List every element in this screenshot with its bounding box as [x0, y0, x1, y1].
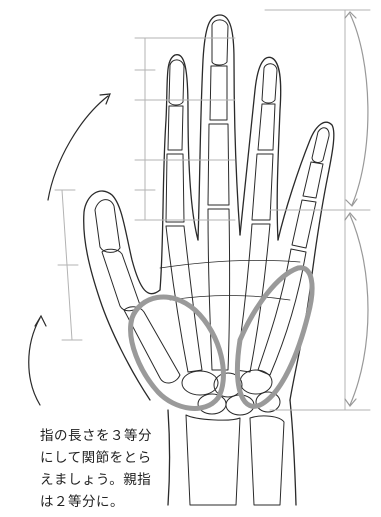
ring-middle-phalanx [258, 104, 275, 150]
ulna-bone [250, 416, 284, 505]
thumb-proximal-phalanx [102, 249, 140, 311]
index-proximal-phalanx [166, 154, 184, 222]
palm-length-arc [350, 215, 368, 405]
middle-finger-outline [198, 15, 240, 240]
caption-line: は２等分に。 [40, 491, 200, 513]
caption-line: えましょう。親指 [40, 469, 200, 491]
ring-finger-outline [240, 57, 281, 240]
carpal-bone [240, 370, 272, 394]
caption-line: にして関節をとら [40, 447, 200, 469]
rotation-arrow-lower [29, 318, 40, 405]
middle-proximal-phalanx [208, 124, 229, 205]
middle-distal-phalanx [212, 20, 228, 65]
middle-middle-phalanx [210, 66, 227, 120]
index-finger-outline [160, 55, 198, 290]
ring-distal-phalanx [262, 64, 277, 103]
carpal-bone [182, 371, 218, 395]
rotation-arrow-upper [48, 96, 108, 200]
caption-text: 指の長さを３等分 にして関節をとら えましょう。親指 は２等分に。 [40, 425, 200, 513]
index-middle-phalanx [168, 106, 183, 150]
hypothenar-highlight-ellipse [237, 268, 312, 407]
thumb-outline [84, 191, 160, 400]
index-distal-phalanx [169, 60, 184, 105]
little-middle-phalanx [303, 162, 323, 198]
little-distal-phalanx [312, 128, 329, 163]
thumb-distal-phalanx [95, 200, 120, 253]
finger-length-arc [350, 14, 368, 205]
caption-line: 指の長さを３等分 [40, 425, 200, 447]
little-proximal-phalanx [292, 200, 316, 248]
wrist-outline-right [290, 400, 296, 505]
